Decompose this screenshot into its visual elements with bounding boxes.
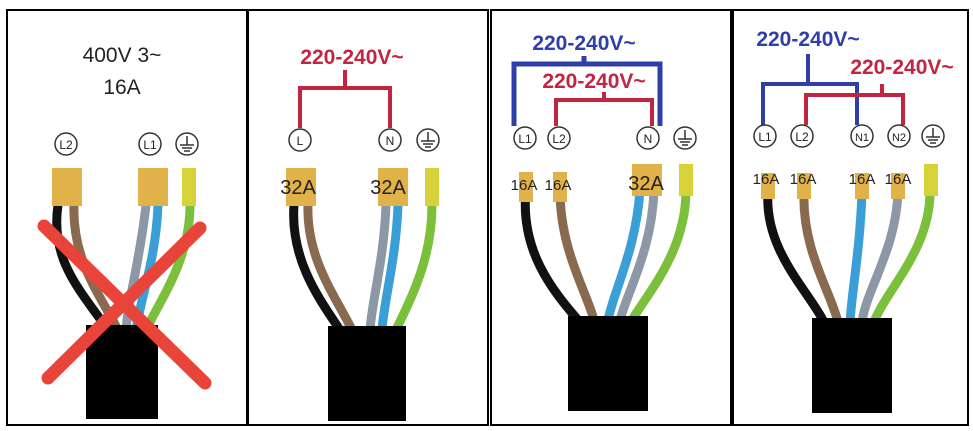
terminal-l2-label: L2 xyxy=(795,130,809,144)
panel-1-supply-current: 16A xyxy=(103,76,140,99)
terminal-n-label: N xyxy=(386,134,395,148)
panel-2: 220-240V~ L N 32A 32A xyxy=(247,9,489,426)
wire-earth xyxy=(628,189,691,323)
terminal-l2 xyxy=(54,132,78,156)
wire-earth xyxy=(869,191,935,324)
current-label-l1: 16A xyxy=(511,177,538,194)
current-label-l2: 16A xyxy=(545,177,572,194)
terminal-block xyxy=(52,168,82,206)
wire-earth xyxy=(391,204,437,332)
panel-3-border xyxy=(490,9,732,426)
terminal-l1 xyxy=(753,124,777,148)
wire-grey xyxy=(857,191,903,323)
cable-sheath xyxy=(328,326,406,421)
terminal-n-label: N xyxy=(644,132,653,146)
earth-ground-icon xyxy=(175,132,199,156)
terminal-block xyxy=(924,164,938,196)
wire-black xyxy=(763,191,829,325)
panel-4: 220-240V~ 220-240V~ L1 L2 N1 N2 16A xyxy=(732,9,969,426)
panel-1-supply-voltage: 400V 3~ xyxy=(83,44,162,67)
wire-grey xyxy=(365,204,391,331)
panel-3-supply-red-label: 220-240V~ xyxy=(542,70,645,93)
panel-1: 400V 3~ 16A L2 L1 xyxy=(6,9,248,426)
terminal-n1-label: N1 xyxy=(855,132,869,144)
current-label-n: 32A xyxy=(370,177,406,199)
terminal-block xyxy=(378,168,408,206)
wire-blue xyxy=(377,204,403,331)
panel-2-supply-label: 220-240V~ xyxy=(300,46,403,69)
terminal-l2 xyxy=(790,124,814,148)
wire-black xyxy=(52,204,112,333)
terminal-n xyxy=(636,126,660,150)
panel-3: 220-240V~ 220-240V~ L1 L2 N 16A 16A 32A xyxy=(490,9,732,426)
terminal-block xyxy=(855,173,869,199)
wire-brown xyxy=(799,191,843,324)
current-label-l: 32A xyxy=(280,177,316,199)
terminal-n1 xyxy=(850,124,874,148)
cable-sheath xyxy=(568,316,648,411)
current-label-n2: 16A xyxy=(885,171,912,188)
terminal-block xyxy=(761,173,775,199)
terminal-block xyxy=(632,164,662,196)
terminal-l1-label: L1 xyxy=(758,130,772,144)
wire-black xyxy=(289,204,344,333)
terminal-l2 xyxy=(547,126,571,150)
terminal-block xyxy=(425,168,439,206)
terminal-l1 xyxy=(513,126,537,150)
cable-sheath xyxy=(86,325,158,419)
current-label-n: 32A xyxy=(628,173,664,195)
supply-bracket-red xyxy=(804,93,905,125)
terminal-block xyxy=(286,168,316,206)
terminal-n2 xyxy=(887,124,911,148)
terminal-l2-label: L2 xyxy=(59,138,73,152)
panel-4-supply-red-label: 220-240V~ xyxy=(850,56,953,79)
terminal-l1-label: L1 xyxy=(143,138,157,152)
terminal-block xyxy=(679,164,693,196)
terminal-l xyxy=(288,128,312,152)
earth-ground-icon xyxy=(673,126,697,150)
terminal-block xyxy=(797,173,811,199)
terminal-n2-label: N2 xyxy=(892,132,906,144)
terminal-block xyxy=(138,168,168,206)
terminal-block xyxy=(519,172,533,202)
terminal-block xyxy=(553,172,567,202)
terminal-l-label: L xyxy=(297,134,304,148)
terminal-l1-label: L1 xyxy=(518,132,532,146)
terminal-l1 xyxy=(138,132,162,156)
current-label-n1: 16A xyxy=(849,171,876,188)
terminal-block xyxy=(182,168,196,206)
wire-earth xyxy=(141,204,195,332)
earth-ground-icon xyxy=(416,128,440,152)
wire-blue xyxy=(845,191,867,323)
wire-grey xyxy=(615,189,659,322)
current-label-l1: 16A xyxy=(753,171,780,188)
wire-brown xyxy=(555,189,599,322)
earth-ground-icon xyxy=(921,124,945,148)
terminal-l2-label: L2 xyxy=(552,132,566,146)
panel-2-border xyxy=(247,9,489,426)
panel-4-border xyxy=(732,9,969,426)
panel-3-supply-blue-label: 220-240V~ xyxy=(532,32,635,55)
supply-bracket-blue xyxy=(511,61,663,126)
wire-black xyxy=(520,189,582,323)
terminal-n xyxy=(378,128,402,152)
wire-brown xyxy=(303,204,357,332)
cross-out-icon xyxy=(37,219,212,390)
panel-4-supply-blue-label: 220-240V~ xyxy=(756,28,859,51)
wire-blue xyxy=(603,189,645,321)
current-label-l2: 16A xyxy=(790,171,817,188)
terminal-block xyxy=(891,173,905,199)
cable-sheath xyxy=(812,318,892,413)
wire-grey xyxy=(121,204,151,331)
